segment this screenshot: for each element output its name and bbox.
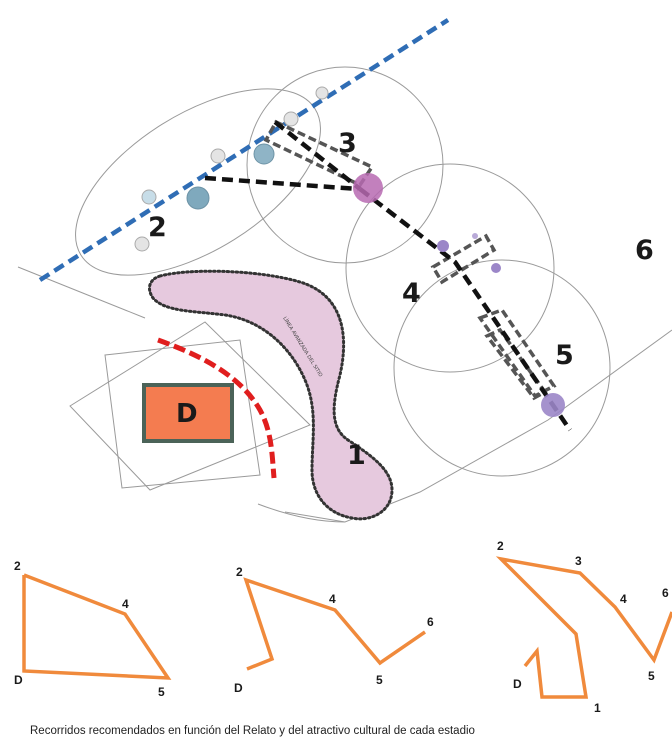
zone-label-1: 1 [347, 440, 366, 471]
route-1-label-4: 4 [122, 597, 129, 611]
route-2-label-4: 4 [329, 592, 336, 606]
route-2-label-D: D [234, 681, 243, 695]
route-1-label-2: 2 [14, 559, 21, 573]
route-3-label-3: 3 [575, 554, 582, 568]
d-box [142, 383, 234, 443]
route-diagram-3: 2 3 4 6 D 5 1 [495, 539, 672, 715]
purple-node-big [541, 393, 565, 417]
route-diagram-1: 2 4 D 5 [14, 559, 172, 699]
route-3-label-5: 5 [648, 669, 655, 683]
zone-label-6: 6 [635, 235, 654, 266]
zone-2-ellipse [75, 88, 321, 276]
route-diagram-2: 2 4 6 D 5 [234, 565, 434, 695]
figure-caption: Recorridos recomendados en función del R… [30, 725, 475, 737]
route-3-label-6: 6 [662, 586, 669, 600]
zone-label-4: 4 [402, 278, 421, 309]
black-dashed-route [204, 120, 572, 432]
zone-label-3: 3 [338, 128, 357, 159]
route-1-label-5: 5 [158, 685, 165, 699]
zone-label-2: 2 [148, 212, 167, 243]
zone-2-dots [134, 86, 329, 252]
d-box-label: D [176, 399, 198, 429]
purple-node-a [437, 240, 449, 252]
route-3-label-D: D [513, 677, 522, 691]
zone-3-circle [246, 66, 444, 264]
route-2-label-5: 5 [376, 673, 383, 687]
route-3-label-1: 1 [594, 701, 601, 715]
purple-node-b [491, 263, 501, 273]
route-2-label-6: 6 [427, 615, 434, 629]
zone-4-circle [345, 163, 555, 373]
route-3-label-2: 2 [497, 539, 504, 553]
purple-node-c [472, 233, 478, 239]
zone-1-area [148, 269, 394, 521]
building-outlines [69, 321, 311, 491]
route-2-label-2: 2 [236, 565, 243, 579]
red-dashed-line [157, 337, 277, 479]
route-3-label-4: 4 [620, 592, 627, 606]
route-1-label-D: D [14, 673, 23, 687]
zone-label-5: 5 [555, 340, 574, 371]
magenta-node [353, 173, 383, 203]
blue-dashed-line [38, 18, 450, 282]
zone-5-circle [393, 259, 611, 477]
site-outline [17, 266, 672, 523]
